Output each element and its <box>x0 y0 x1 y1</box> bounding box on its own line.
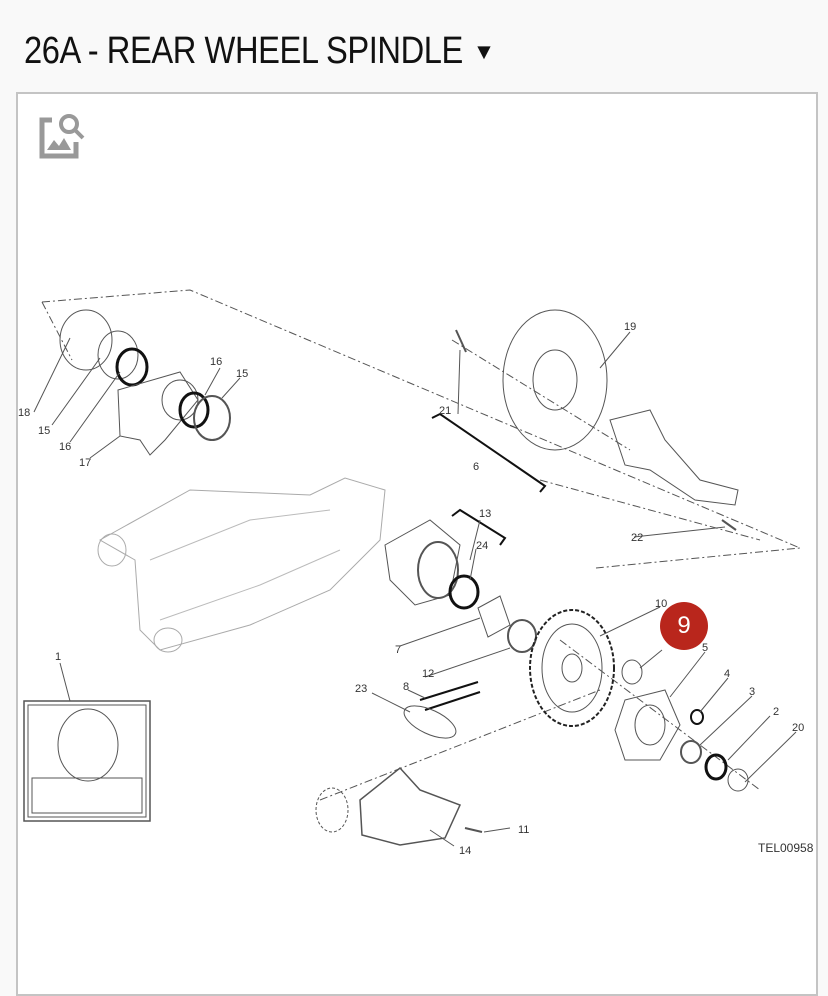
parts-diagram: 1 2 3 4 5 6 7 8 10 11 12 13 14 15 15 16 … <box>18 289 814 857</box>
page-title-text: 26A - REAR WHEEL SPINDLE <box>24 30 463 72</box>
callout-22[interactable]: 22 <box>631 532 643 544</box>
callout-1[interactable]: 1 <box>55 651 61 663</box>
callout-12[interactable]: 12 <box>422 668 434 680</box>
callout-23[interactable]: 23 <box>355 683 367 695</box>
callout-14[interactable]: 14 <box>459 845 471 857</box>
callout-13[interactable]: 13 <box>479 508 491 520</box>
callout-6[interactable]: 6 <box>473 461 479 473</box>
callout-20[interactable]: 20 <box>792 722 804 734</box>
callout-4[interactable]: 4 <box>724 668 730 680</box>
callout-18[interactable]: 18 <box>18 407 30 419</box>
callout-21[interactable]: 21 <box>439 405 451 417</box>
image-search-icon[interactable] <box>38 112 88 160</box>
callout-24[interactable]: 24 <box>476 540 488 552</box>
callout-17[interactable]: 17 <box>79 457 91 469</box>
diagram-code: TEL00958 <box>758 841 814 855</box>
callout-15[interactable]: 15 <box>38 425 50 437</box>
callout-19[interactable]: 19 <box>624 321 636 333</box>
callout-15[interactable]: 15 <box>236 368 248 380</box>
callout-8[interactable]: 8 <box>403 681 409 693</box>
callout-3[interactable]: 3 <box>749 686 755 698</box>
callout-7[interactable]: 7 <box>395 644 401 656</box>
callout-5[interactable]: 5 <box>702 642 708 654</box>
callout-10[interactable]: 10 <box>655 598 667 610</box>
page-title[interactable]: 26A - REAR WHEEL SPINDLE ▼ <box>24 30 496 73</box>
callout-11[interactable]: 11 <box>518 824 529 836</box>
callout-2[interactable]: 2 <box>773 706 779 718</box>
callout-16[interactable]: 16 <box>210 356 222 368</box>
diagram-frame <box>16 92 818 996</box>
callout-9-selected[interactable]: 9 <box>660 602 708 650</box>
caret-down-icon[interactable]: ▼ <box>473 38 496 64</box>
callout-16[interactable]: 16 <box>59 441 71 453</box>
